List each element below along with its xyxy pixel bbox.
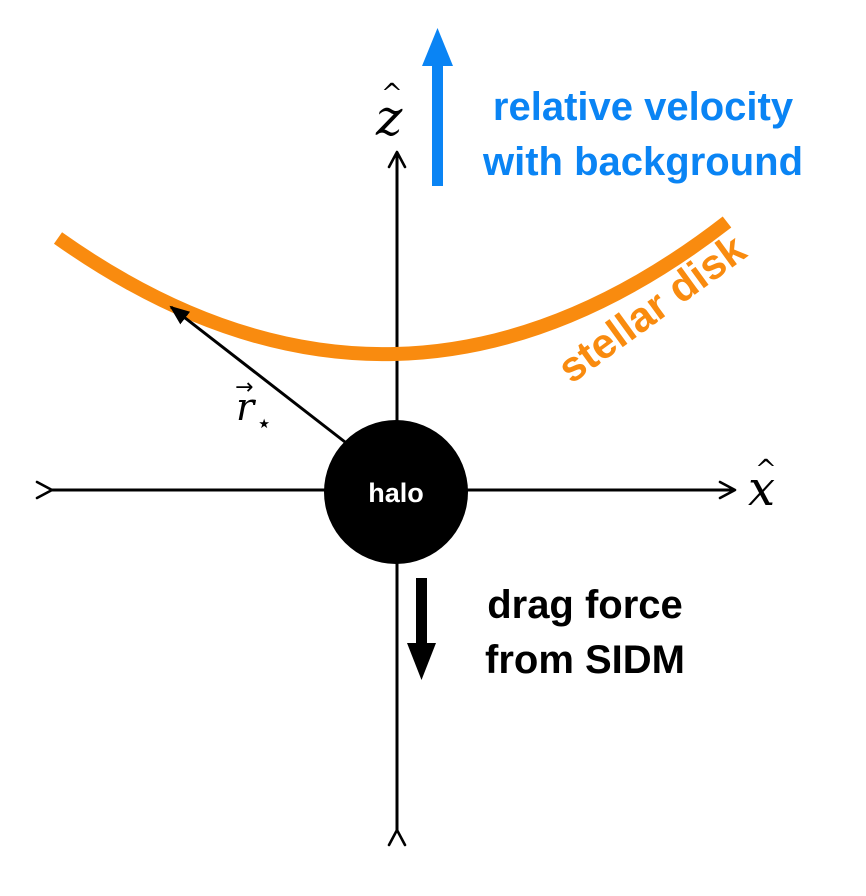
stellar-disk-curve xyxy=(53,216,732,361)
drag-label-line1: drag force xyxy=(487,583,683,627)
halo-label: halo xyxy=(368,478,424,508)
z-axis-hat: ^ xyxy=(381,79,403,109)
velocity-label-line1: relative velocity xyxy=(493,85,794,129)
position-vector-arrow-accent: → xyxy=(235,375,253,400)
z-axis-label: z xyxy=(375,89,403,147)
halo-circle xyxy=(324,420,468,564)
x-axis-hat: ^ xyxy=(755,455,777,485)
drag-force-arrow xyxy=(407,578,436,680)
x-axis-label: x xyxy=(748,461,775,517)
velocity-label-line2: with background xyxy=(482,140,803,184)
position-vector-symbol: r xyxy=(236,385,257,429)
position-vector-arrow xyxy=(169,305,346,444)
position-vector-subscript: ⋆ xyxy=(256,409,272,439)
velocity-arrow xyxy=(422,28,453,186)
drag-label-line2: from SIDM xyxy=(485,638,685,682)
